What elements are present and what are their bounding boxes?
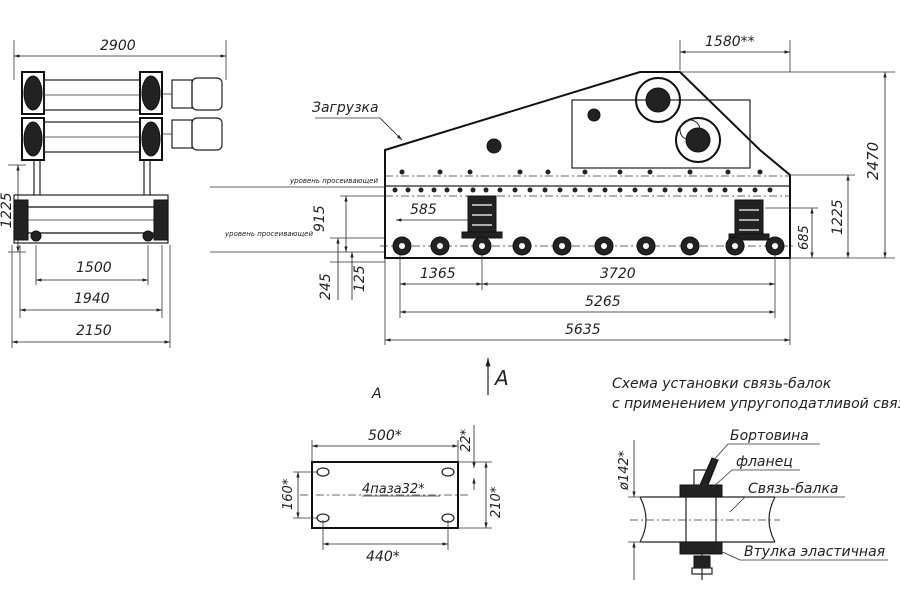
dim-210: 210*: [489, 486, 504, 518]
label-flange-bead: Бортовина: [730, 428, 809, 444]
upper-deck: [385, 169, 790, 197]
dim-500: 500*: [368, 428, 402, 444]
dim-22: 22*: [459, 428, 474, 452]
dim-915: 915: [312, 205, 328, 232]
label-flange: фланец: [736, 454, 793, 470]
dim-side-1225: 1225: [830, 199, 846, 235]
label-upper-level: уровень просеивающей: [289, 177, 378, 185]
dim-2900: 2900: [100, 38, 136, 54]
dim-1500: 1500: [76, 260, 112, 276]
foot-view-title: А: [371, 386, 382, 402]
label-loading: Загрузка: [312, 100, 379, 116]
label-beam: Связь-балка: [748, 481, 838, 497]
dim-440: 440*: [366, 549, 400, 565]
dim-5265: 5265: [585, 294, 621, 310]
dim-160: 160*: [281, 478, 296, 510]
scheme-title-line2: с применением упругоподатливой связи: [612, 396, 900, 412]
dim-3720: 3720: [600, 266, 636, 282]
dim-1365: 1365: [420, 266, 456, 282]
dim-245: 245: [318, 273, 334, 300]
label-bushing: Втулка эластичная: [744, 544, 885, 560]
label-lower-level: уровень просеивающей: [224, 230, 313, 238]
lower-deck-rollers: [380, 236, 795, 256]
dim-front-1225: 1225: [0, 192, 15, 228]
view-arrow-label: A: [493, 366, 509, 390]
foot-view: А 500* 440* 160* 210* 22* 4паза32*: [281, 386, 504, 565]
vibrator-drums: [21, 71, 223, 161]
scheme-title-line1: Схема установки связь-балок: [612, 376, 832, 392]
dim-685: 685: [797, 225, 812, 250]
dim-585: 585: [410, 202, 437, 218]
dim-diameter: ø142*: [617, 450, 632, 491]
mounting-scheme: Схема установки связь-балок с применение…: [612, 376, 900, 580]
dim-2470: 2470: [864, 142, 882, 180]
vibrator-discs: [486, 77, 721, 163]
front-frame: [13, 160, 169, 244]
side-view: Загрузка уровень просеивающей уровень пр…: [210, 34, 895, 395]
front-view: 2900: [0, 38, 227, 348]
slots-label: 4паза32*: [362, 482, 425, 497]
dim-1580: 1580**: [705, 34, 755, 50]
dim-2150: 2150: [76, 323, 112, 339]
dim-125: 125: [352, 265, 368, 292]
dim-1940: 1940: [74, 291, 110, 307]
dim-5635: 5635: [565, 322, 601, 338]
